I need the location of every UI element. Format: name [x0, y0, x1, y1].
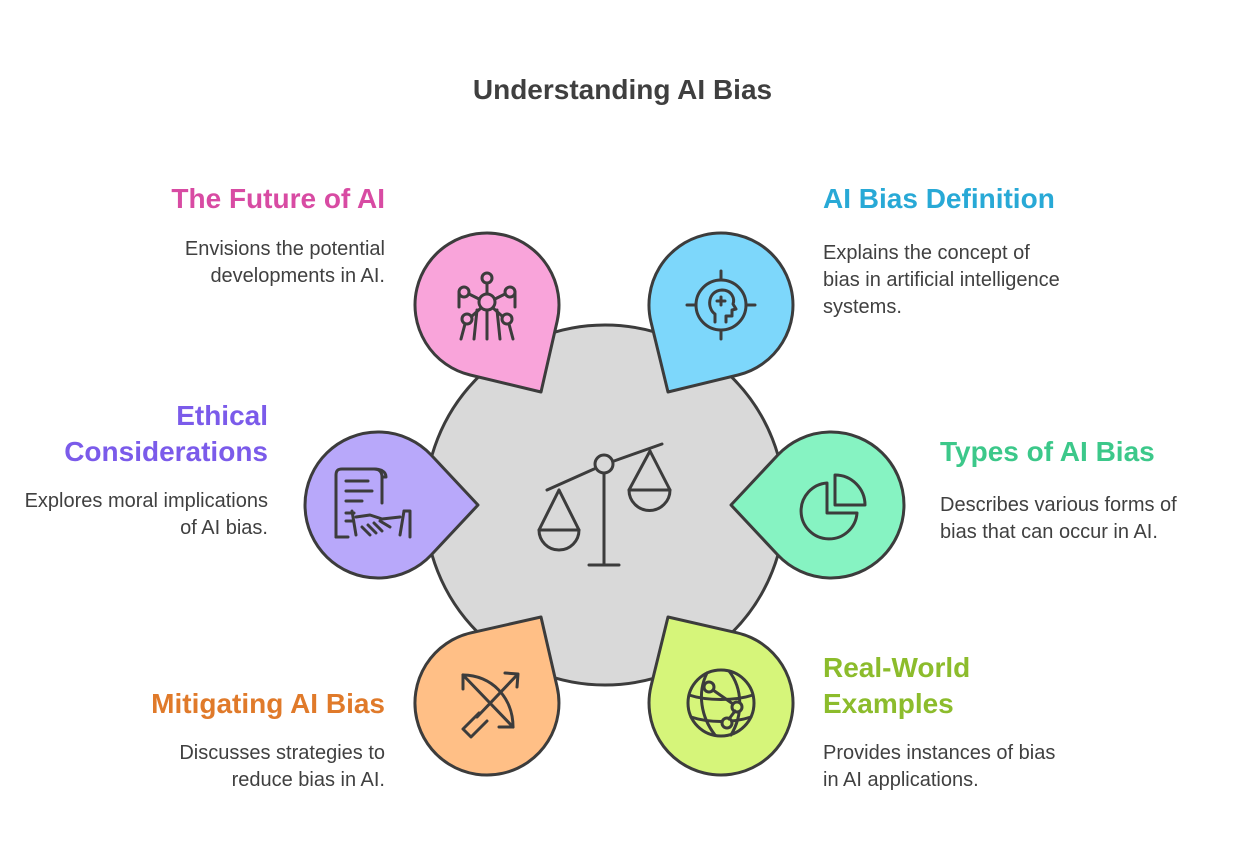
petal-shape-definition [647, 231, 795, 394]
heading-mitigating: Mitigating AI Bias [151, 688, 385, 719]
description-ethical: Explores moral implications of AI bias. [24, 490, 268, 539]
head-target-icon [685, 269, 757, 341]
petal-shape-mitigating [413, 615, 561, 777]
atom-network-icon [457, 271, 517, 341]
balance-scale-icon [537, 442, 672, 567]
petal-ethical [303, 430, 480, 580]
petal-mitigating [413, 615, 561, 777]
heading-future: The Future of AI [171, 183, 385, 214]
description-types: Describes various forms of bias that can… [940, 494, 1177, 543]
petal-examples [647, 615, 795, 777]
petal-definition [647, 231, 795, 394]
description-definition: Explains the concept of bias in artifici… [823, 242, 1060, 318]
heading-types: Types of AI Bias [940, 436, 1155, 467]
contract-handshake-icon [334, 467, 412, 539]
petal-shape-types [729, 430, 906, 580]
heading-examples: Real-World Examples [823, 652, 971, 719]
bow-arrow-icon [461, 671, 520, 739]
description-mitigating: Discusses strategies to reduce bias in A… [179, 742, 385, 791]
petal-types [729, 430, 906, 580]
globe-network-icon [686, 668, 756, 738]
heading-ethical: Ethical Considerations [64, 400, 268, 467]
diagram-title: Understanding AI Bias [472, 74, 773, 105]
description-examples: Provides instances of bias in AI applica… [823, 742, 1056, 791]
description-future: Envisions the potential developments in … [184, 238, 385, 287]
pie-chart-icon [799, 473, 867, 541]
heading-definition: AI Bias Definition [823, 183, 1055, 214]
petal-future [413, 231, 561, 394]
